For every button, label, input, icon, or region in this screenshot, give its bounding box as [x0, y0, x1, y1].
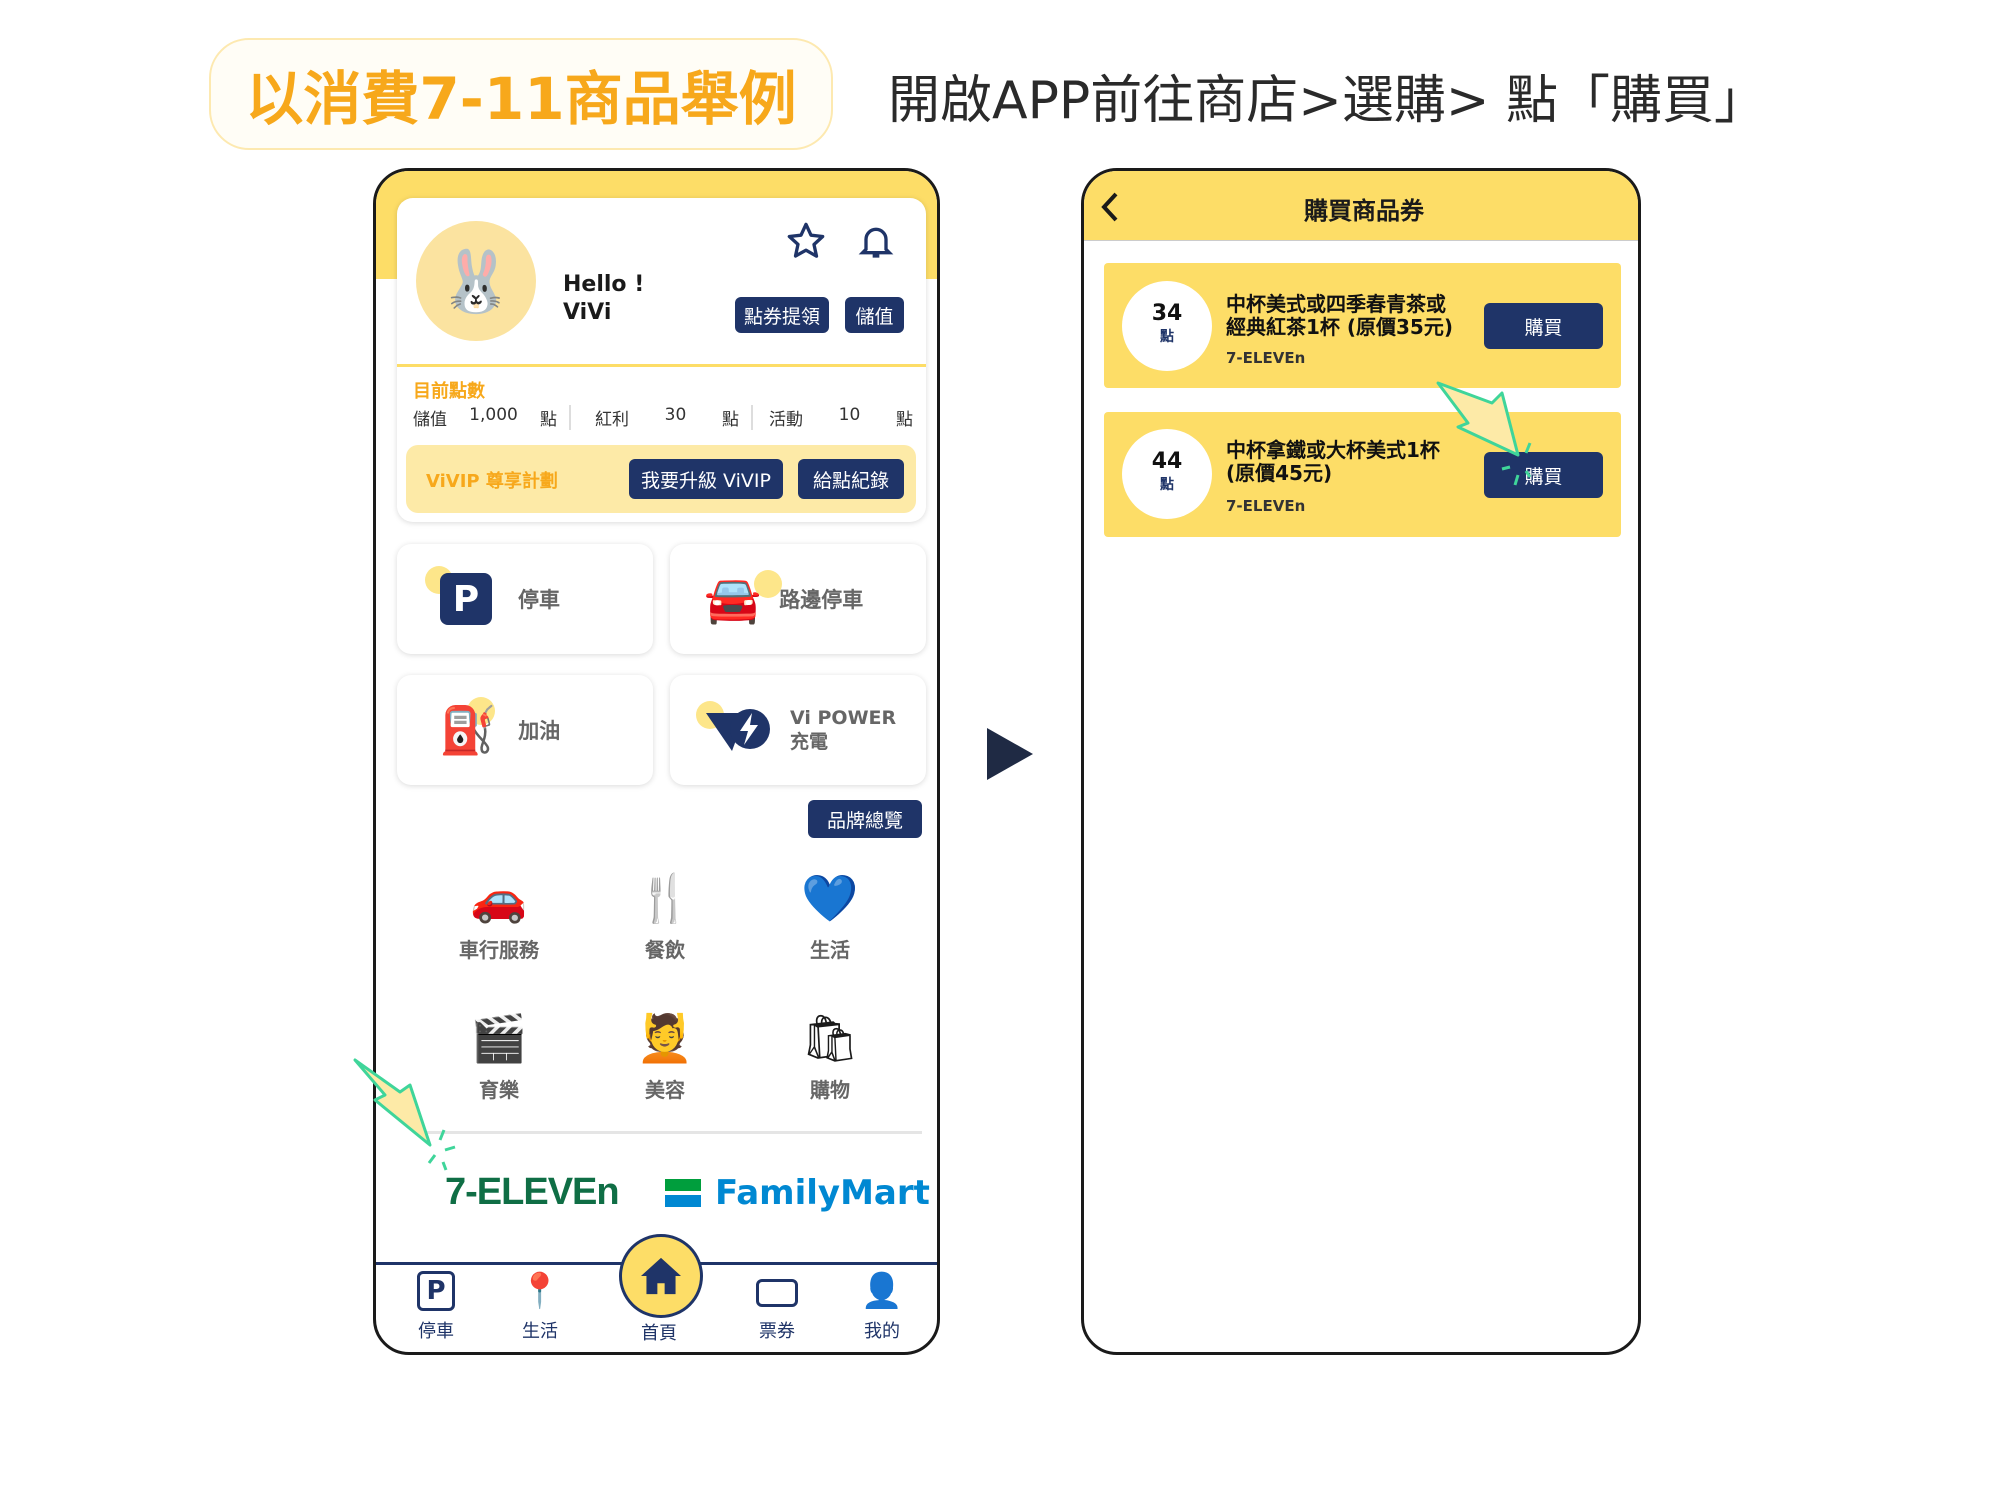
- category-dining[interactable]: 🍴 餐飲: [595, 871, 735, 963]
- clapperboard-icon: 🎬: [470, 1011, 528, 1065]
- buy-button[interactable]: 購買: [1484, 303, 1603, 349]
- bell-icon[interactable]: [856, 221, 896, 261]
- upgrade-vivip-button[interactable]: 我要升級 ViVIP: [629, 459, 783, 499]
- voucher-name: 中杯拿鐵或大杯美式1杯 (原價45元): [1226, 438, 1440, 485]
- brand-overview-button[interactable]: 品牌總覽: [808, 800, 922, 838]
- familymart-text: FamilyMart: [715, 1173, 930, 1213]
- points-unit: 點: [1160, 329, 1174, 345]
- points-label: 活動: [769, 410, 803, 430]
- familymart-logo[interactable]: FamilyMart: [665, 1173, 930, 1213]
- points-badge: 34 點: [1122, 281, 1212, 371]
- greeting: Hello !: [563, 272, 645, 297]
- username: ViVi: [563, 300, 612, 325]
- example-badge: 以消費7-11商品舉例: [209, 38, 833, 150]
- pointer-arrow-icon: [1436, 381, 1532, 486]
- points-value: 44: [1151, 449, 1183, 474]
- car-icon: 🚗: [470, 871, 528, 925]
- shopping-bag-icon: 🛍: [800, 1011, 860, 1065]
- car-icon: 🚘: [704, 571, 762, 626]
- points-unit: 點: [895, 410, 913, 430]
- points-value: 30: [664, 405, 687, 425]
- charging-icon: [706, 709, 770, 751]
- category-shopping[interactable]: 🛍 購物: [760, 1011, 900, 1103]
- back-chevron-icon[interactable]: [1100, 191, 1120, 223]
- ticket-icon: [756, 1279, 798, 1307]
- nav-label: 首頁: [641, 1323, 677, 1344]
- utensils-icon: 🍴: [636, 871, 694, 925]
- topup-button[interactable]: 儲值: [845, 297, 904, 333]
- nav-life[interactable]: 📍 生活: [495, 1271, 585, 1343]
- redeem-button[interactable]: 點券提領: [735, 297, 829, 333]
- fuel-icon: ⛽: [439, 702, 497, 757]
- category-label: 餐飲: [645, 938, 685, 962]
- category-label: 育樂: [479, 1078, 519, 1102]
- nav-profile[interactable]: 👤 我的: [837, 1271, 927, 1343]
- points-unit: 點: [1160, 477, 1174, 493]
- vivip-label: ViVIP 尊享計劃: [426, 471, 558, 492]
- nav-label: 我的: [864, 1321, 900, 1342]
- seven-eleven-logo[interactable]: 7-ELEVEn: [445, 1171, 620, 1213]
- tile-vipower[interactable]: Vi POWER 充電: [670, 675, 926, 785]
- points-value: 34: [1151, 301, 1183, 326]
- category-entertainment[interactable]: 🎬 育樂: [429, 1011, 569, 1103]
- home-icon: [641, 1257, 681, 1295]
- home-screen: 🐰 Hello ! ViVi 點券提領 儲值 目前點數 儲值 1,000 點 紅利 3…: [373, 168, 940, 1355]
- tile-label: 停車: [518, 588, 560, 612]
- home-nav-button[interactable]: [619, 1234, 703, 1318]
- tile-label: 路邊停車: [779, 588, 864, 612]
- user-icon: 👤: [860, 1271, 904, 1311]
- category-beauty[interactable]: 💆 美容: [595, 1011, 735, 1103]
- face-icon: 💆: [636, 1011, 694, 1065]
- category-car-service[interactable]: 🚗 車行服務: [429, 871, 569, 963]
- category-label: 美容: [645, 1078, 685, 1102]
- tile-street-parking[interactable]: 🚘 路邊停車: [670, 544, 926, 654]
- heart-pulse-icon: 💙: [801, 871, 859, 925]
- tile-label: 加油: [518, 719, 561, 743]
- purchase-screen: 購買商品券 34 點 中杯美式或四季春青茶或 經典紅茶1杯 (原價35元) 7-E…: [1081, 168, 1641, 1355]
- page-title: 購買商品券: [1304, 197, 1424, 225]
- category-label: 車行服務: [459, 938, 539, 962]
- divider: [397, 364, 926, 367]
- points-label: 儲值: [413, 410, 447, 430]
- nav-home[interactable]: 首頁: [614, 1319, 704, 1345]
- category-label: 生活: [810, 938, 850, 962]
- points-badge: 44 點: [1122, 429, 1212, 519]
- nav-label: 生活: [522, 1321, 558, 1342]
- divider: [426, 1131, 922, 1134]
- points-row: 儲值 1,000 點 紅利 30 點 活動 10 點: [413, 405, 913, 430]
- pointer-arrow-icon: [353, 1058, 456, 1171]
- parking-icon: P: [440, 573, 492, 625]
- next-step-arrow-icon: [987, 728, 1033, 780]
- nav-label: 票券: [759, 1321, 795, 1342]
- nav-parking[interactable]: P 停車: [391, 1271, 481, 1343]
- points-history-button[interactable]: 給點紀錄: [798, 459, 904, 499]
- avatar[interactable]: 🐰: [416, 221, 536, 341]
- star-icon[interactable]: [786, 221, 826, 261]
- instruction-text: 開啟APP前往商店>選購> 點「購買」: [888, 71, 1766, 131]
- points-title: 目前點數: [413, 381, 485, 402]
- points-unit: 點: [539, 410, 557, 430]
- tile-parking[interactable]: P 停車: [397, 544, 653, 654]
- tile-fuel[interactable]: ⛽ 加油: [397, 675, 653, 785]
- store-name: 7-ELEVEn: [1226, 349, 1306, 367]
- points-value: 10: [838, 405, 861, 425]
- parking-icon: P: [417, 1271, 455, 1311]
- header-bar: [1084, 171, 1638, 241]
- nav-label: 停車: [418, 1321, 454, 1342]
- location-pin-icon: 📍: [518, 1271, 562, 1311]
- category-label: 購物: [810, 1078, 850, 1102]
- buy-button[interactable]: 購買: [1484, 452, 1603, 498]
- store-name: 7-ELEVEn: [1226, 497, 1306, 515]
- voucher-name: 中杯美式或四季春青茶或 經典紅茶1杯 (原價35元): [1226, 292, 1453, 339]
- points-value: 1,000: [469, 405, 518, 425]
- nav-tickets[interactable]: 票券: [732, 1271, 822, 1343]
- category-life[interactable]: 💙 生活: [760, 871, 900, 963]
- tile-label: Vi POWER 充電: [790, 707, 897, 753]
- points-unit: 點: [721, 410, 739, 430]
- points-label: 紅利: [595, 410, 629, 430]
